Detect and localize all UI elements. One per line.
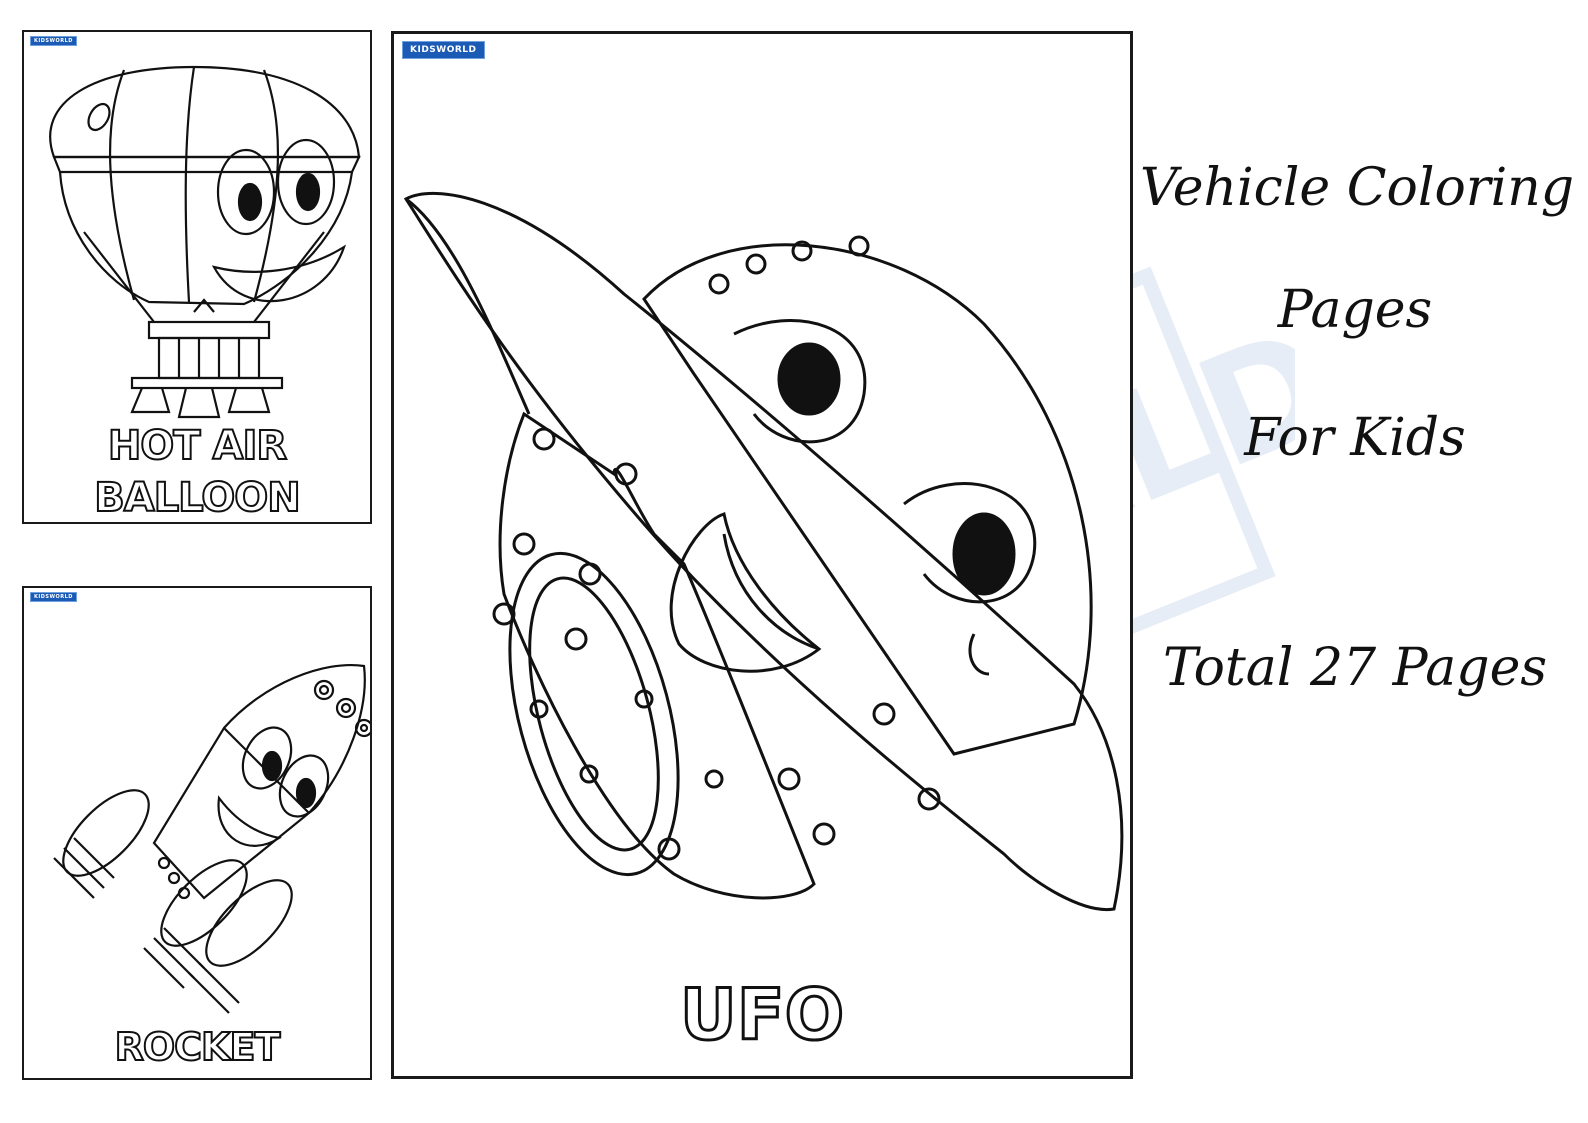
hot-air-balloon-icon <box>49 65 361 419</box>
brand-badge: KIDSWORLD <box>30 36 77 46</box>
rocket-caption: ROCKET <box>114 1025 282 1069</box>
ufo-caption: UFO <box>678 974 845 1056</box>
balloon-caption-line1: HOT AIR <box>107 423 288 469</box>
brand-badge: KIDSWORLD <box>30 592 77 602</box>
rocket-coloring-page[interactable]: KIDSWORLD ROCKET <box>22 586 372 1080</box>
rocket-icon <box>53 664 370 1014</box>
page-count-text: Total 27 Pages <box>1162 638 1548 698</box>
ufo-coloring-page[interactable]: KIDSWORLD UFO <box>391 31 1133 1079</box>
title-line-1: Vehicle Coloring <box>1140 158 1575 218</box>
balloon-caption-line2: BALLOON <box>93 475 301 521</box>
title-line-3: For Kids <box>1244 408 1466 468</box>
title-line-2: Pages <box>1277 280 1433 340</box>
ufo-icon <box>403 191 1124 912</box>
brand-badge: KIDSWORLD <box>402 41 485 59</box>
balloon-coloring-page[interactable]: KIDSWORLD HOT AIR BALLOON <box>22 30 372 524</box>
